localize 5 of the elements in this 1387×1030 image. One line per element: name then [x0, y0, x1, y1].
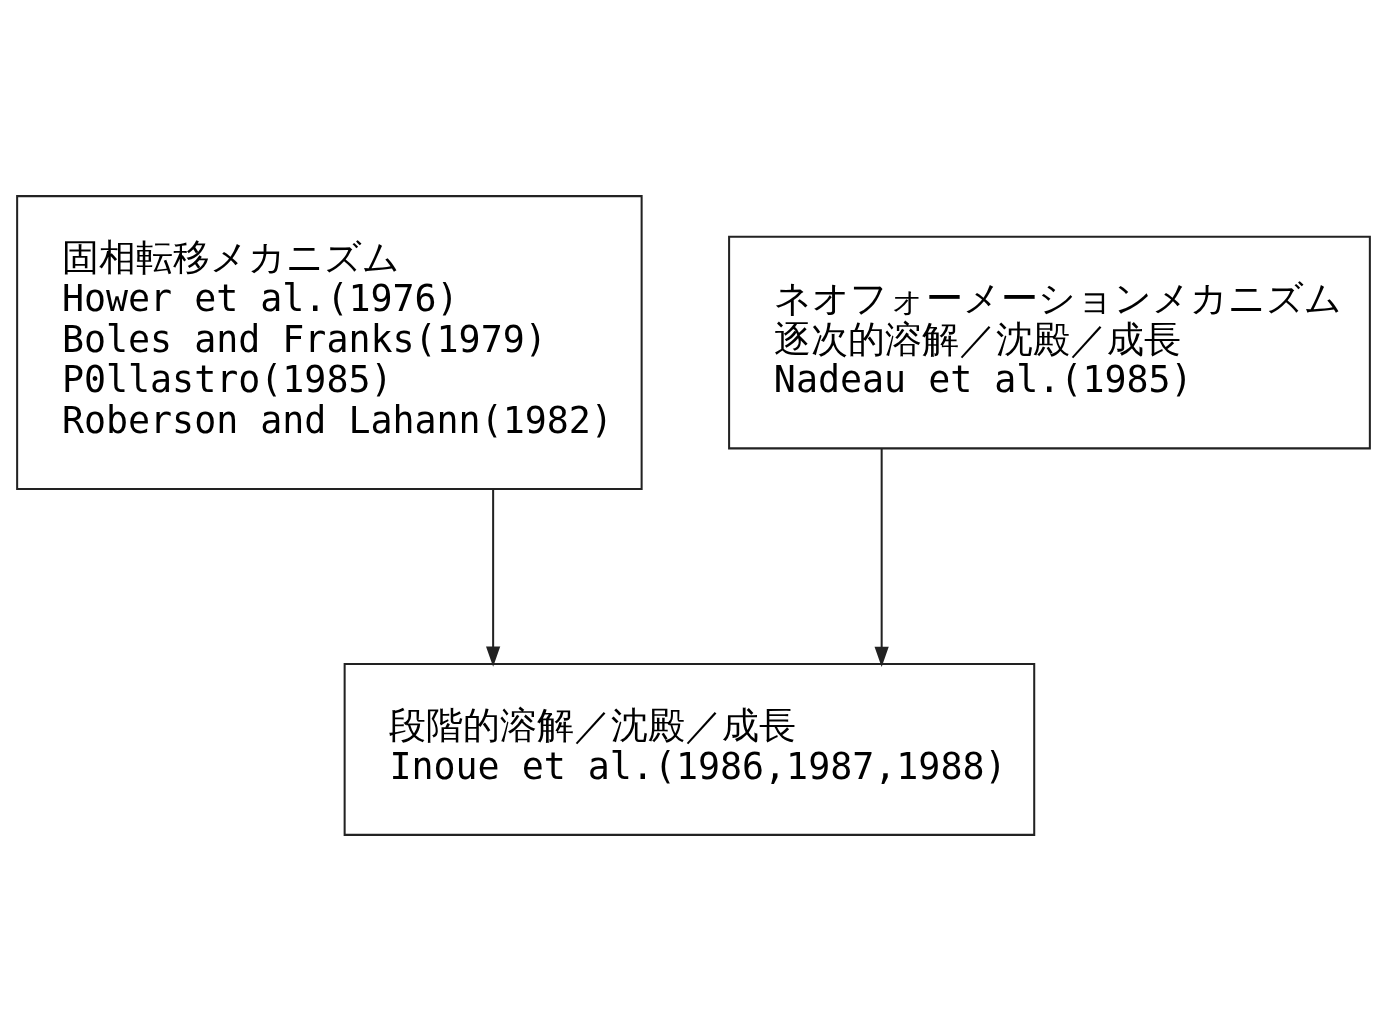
arrow: [486, 488, 501, 667]
node-box: 固相転移メカニズム Hower et al.(1976) Boles and Franks(1979) P0llastro(1985) Roberson and Lahann(1982): [16, 194, 643, 490]
node-box: 段階的溶解／沈殿／成長 Inoue et al.(1986,1987,1988): [343, 662, 1036, 836]
node-box: ネオフォーメーションメカニズム 逐次的溶解／沈殿／成長 Nadeau et al.(1985): [728, 235, 1371, 449]
arrow: [874, 447, 889, 667]
